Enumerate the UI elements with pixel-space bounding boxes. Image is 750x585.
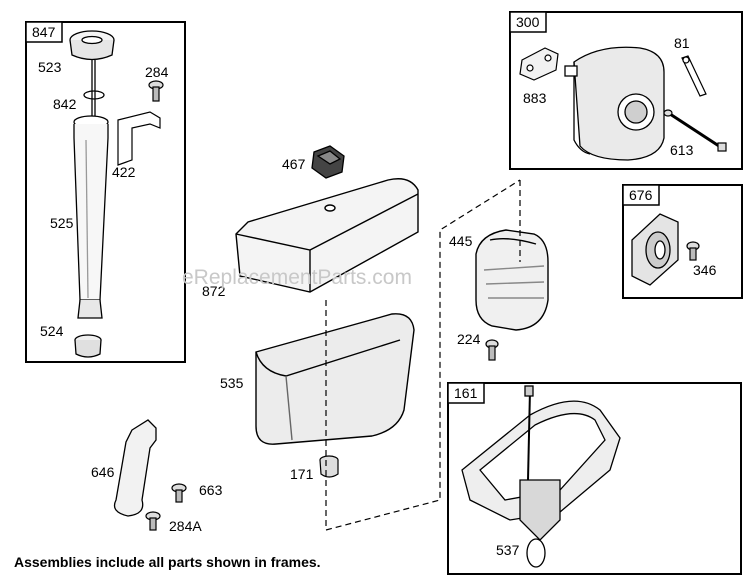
frame-676-label: 676 (629, 187, 653, 203)
air-cleaner-base-part (461, 385, 621, 541)
label-284a: 284A (169, 518, 202, 534)
label-224: 224 (457, 331, 481, 347)
label-663: 663 (199, 482, 223, 498)
label-346: 346 (693, 262, 717, 278)
frame-676: 676 (622, 184, 743, 299)
frame-161-label: 161 (454, 385, 478, 401)
label-467: 467 (282, 156, 306, 172)
frame-161: 161 (447, 382, 742, 575)
label-284: 284 (145, 64, 169, 80)
air-filter-445-part (475, 229, 549, 331)
label-537: 537 (496, 542, 520, 558)
label-535: 535 (220, 375, 244, 391)
label-524: 524 (40, 323, 64, 339)
label-81: 81 (674, 35, 690, 51)
label-646: 646 (91, 464, 115, 480)
screw-663-part (171, 483, 187, 503)
muffler-part (564, 46, 665, 161)
clip-81-part (681, 55, 707, 97)
bracket-422-part (117, 111, 161, 166)
frame-847-label: 847 (32, 24, 56, 40)
grommet-171-part (319, 455, 339, 478)
cover-872-part (235, 178, 419, 293)
fill-tube-part (73, 115, 109, 319)
label-842: 842 (53, 96, 77, 112)
assemblies-footnote: Assemblies include all parts shown in fr… (14, 554, 321, 570)
label-613: 613 (670, 142, 694, 158)
frame-300: 300 (509, 11, 743, 170)
breather-676-part (631, 213, 679, 286)
gasket-883-part (519, 47, 559, 81)
screw-346-part (686, 241, 700, 261)
watermark: eReplacementParts.com (182, 266, 412, 289)
label-422: 422 (112, 164, 136, 180)
label-445: 445 (449, 233, 473, 249)
screw-224-part (485, 339, 499, 361)
label-171: 171 (290, 466, 314, 482)
plug-524-part (74, 334, 102, 358)
o-ring-part (83, 90, 105, 100)
screw-284a-part (145, 511, 161, 531)
label-525: 525 (50, 215, 74, 231)
screw-284-part (148, 80, 164, 102)
label-872: 872 (202, 283, 226, 299)
bracket-646-part (113, 419, 157, 517)
frame-847: 847 (25, 21, 186, 363)
seal-537-part (526, 538, 546, 568)
label-883: 883 (523, 90, 547, 106)
label-523: 523 (38, 59, 62, 75)
frame-300-label: 300 (516, 14, 540, 30)
dashed-leader-lines (325, 179, 521, 531)
pre-cleaner-535-part (255, 313, 415, 445)
bolt-613-part (663, 109, 727, 152)
knob-467-part (311, 145, 345, 179)
dipstick-cap-part (69, 30, 115, 122)
